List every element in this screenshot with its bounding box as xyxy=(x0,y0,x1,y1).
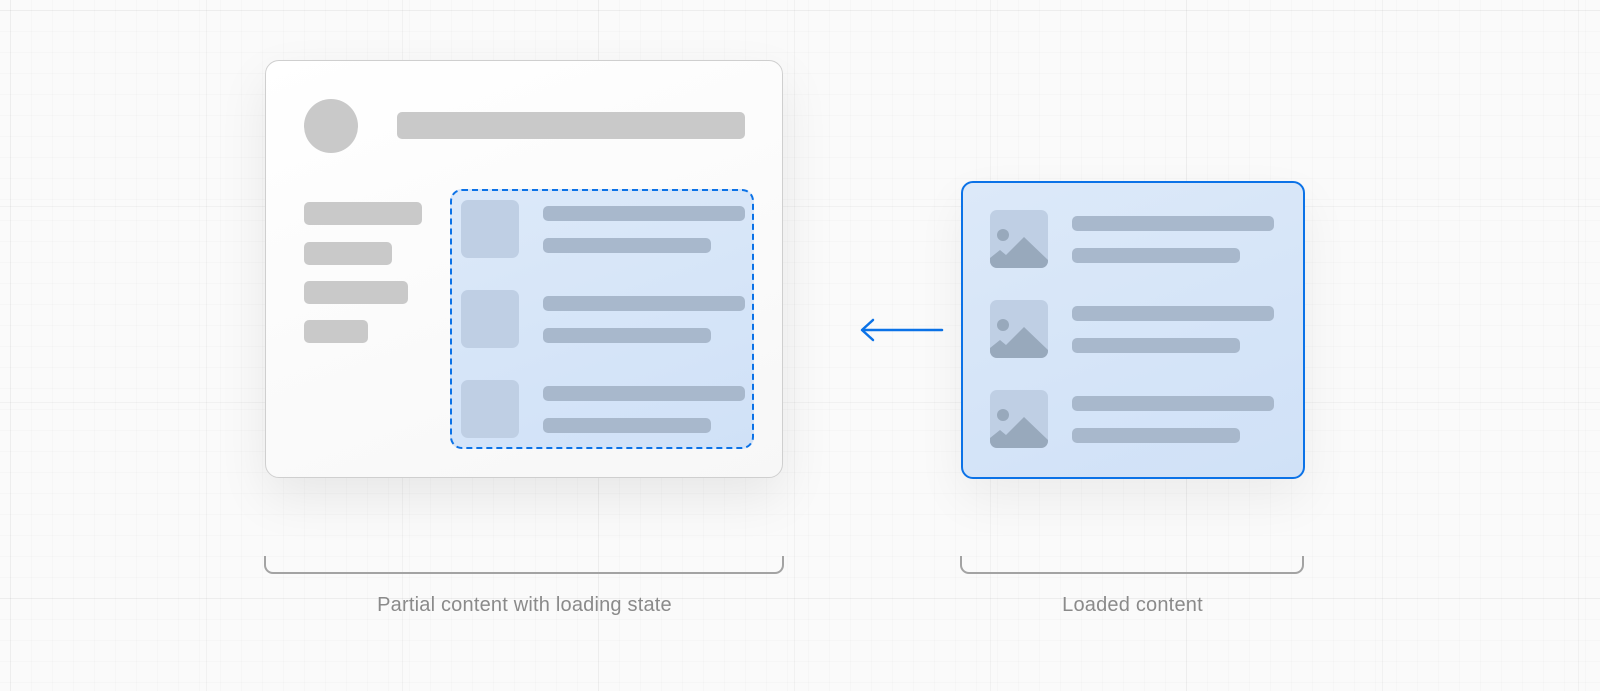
right-bracket xyxy=(960,556,1304,574)
list-item-line-skeleton xyxy=(543,386,745,401)
list-item-subtitle-line xyxy=(1072,338,1240,353)
image-icon xyxy=(990,300,1048,358)
left-bracket xyxy=(264,556,784,574)
avatar-skeleton xyxy=(304,99,358,153)
image-icon xyxy=(990,390,1048,448)
sidebar-skeleton-bar-1 xyxy=(304,202,422,225)
list-item-thumbnail-skeleton xyxy=(461,200,519,258)
list-item-thumbnail-skeleton xyxy=(461,290,519,348)
image-icon xyxy=(990,210,1048,268)
list-item-line-skeleton xyxy=(543,238,711,253)
list-item-subtitle-line xyxy=(1072,248,1240,263)
list-item-line-skeleton xyxy=(543,206,745,221)
list-item-line-skeleton xyxy=(543,418,711,433)
list-item-line-skeleton xyxy=(543,328,711,343)
list-item-title-line xyxy=(1072,216,1274,231)
list-item-title-line xyxy=(1072,396,1274,411)
list-item-line-skeleton xyxy=(543,296,745,311)
arrow-left-icon xyxy=(860,318,944,342)
list-item-thumbnail-skeleton xyxy=(461,380,519,438)
loaded-content-card xyxy=(961,181,1305,479)
list-item-title-line xyxy=(1072,306,1274,321)
partial-content-card xyxy=(265,60,783,478)
loading-region xyxy=(450,189,754,449)
sidebar-skeleton-bar-3 xyxy=(304,281,408,304)
sidebar-skeleton-bar-4 xyxy=(304,320,368,343)
right-caption: Loaded content xyxy=(1062,594,1203,616)
sidebar-skeleton-bar-2 xyxy=(304,242,392,265)
left-caption: Partial content with loading state xyxy=(377,594,672,616)
list-item-subtitle-line xyxy=(1072,428,1240,443)
title-skeleton-bar xyxy=(397,112,745,139)
